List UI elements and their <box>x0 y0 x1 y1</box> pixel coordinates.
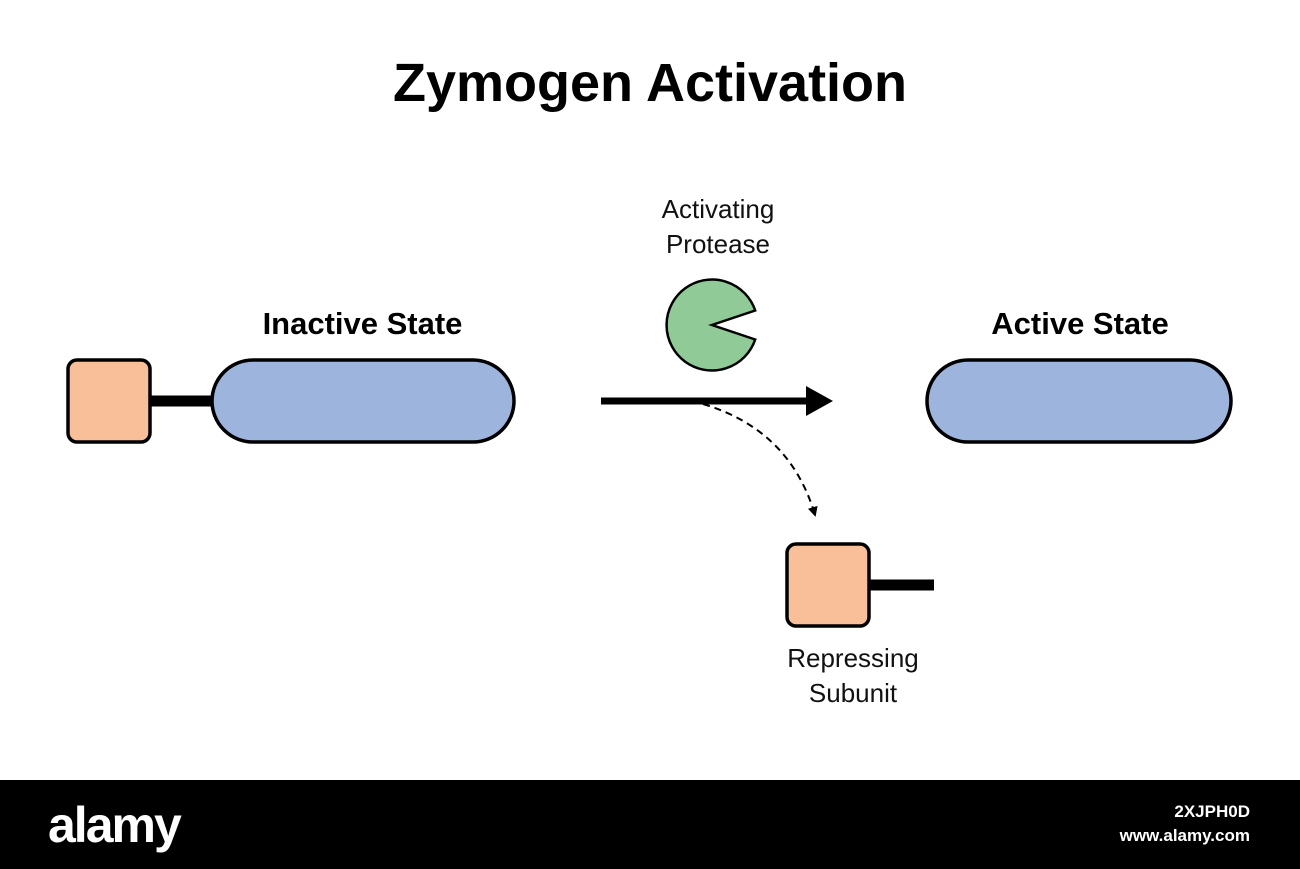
inactive-repressing-subunit <box>66 358 152 444</box>
active-state-label: Active State <box>991 306 1169 341</box>
active-enzyme-body <box>925 358 1233 444</box>
activating-protease-shape <box>665 278 757 372</box>
released-repressing-subunit <box>785 542 934 628</box>
release-dashed-arrow <box>702 403 818 517</box>
diagram-graphics <box>66 278 1233 628</box>
subunit-label: Repressing Subunit <box>753 641 953 711</box>
reaction-arrow <box>601 386 833 416</box>
inactive-enzyme-body <box>210 358 516 444</box>
brand-logo: alamy <box>48 797 182 853</box>
protease-label-line-2: Protease <box>665 229 771 259</box>
site-url: www.alamy.com <box>1119 826 1250 845</box>
watermark-footer: alamy 2XJPH0D www.alamy.com <box>0 780 1300 869</box>
released-subunit-block <box>785 542 871 628</box>
inactive-zymogen <box>66 358 516 444</box>
reaction-arrow-head <box>806 386 833 416</box>
diagram-canvas: Zymogen Activation Inactive State Active… <box>66 53 1233 711</box>
inactive-state-label: Inactive State <box>262 306 463 341</box>
protease-label: Activating Protease <box>618 192 818 262</box>
diagram-title: Zymogen Activation <box>392 53 908 113</box>
subunit-label-line-1: Repressing <box>787 643 919 673</box>
image-id: 2XJPH0D <box>1174 802 1250 821</box>
protease-label-line-1: Activating <box>661 194 775 224</box>
subunit-label-line-2: Subunit <box>808 678 898 708</box>
